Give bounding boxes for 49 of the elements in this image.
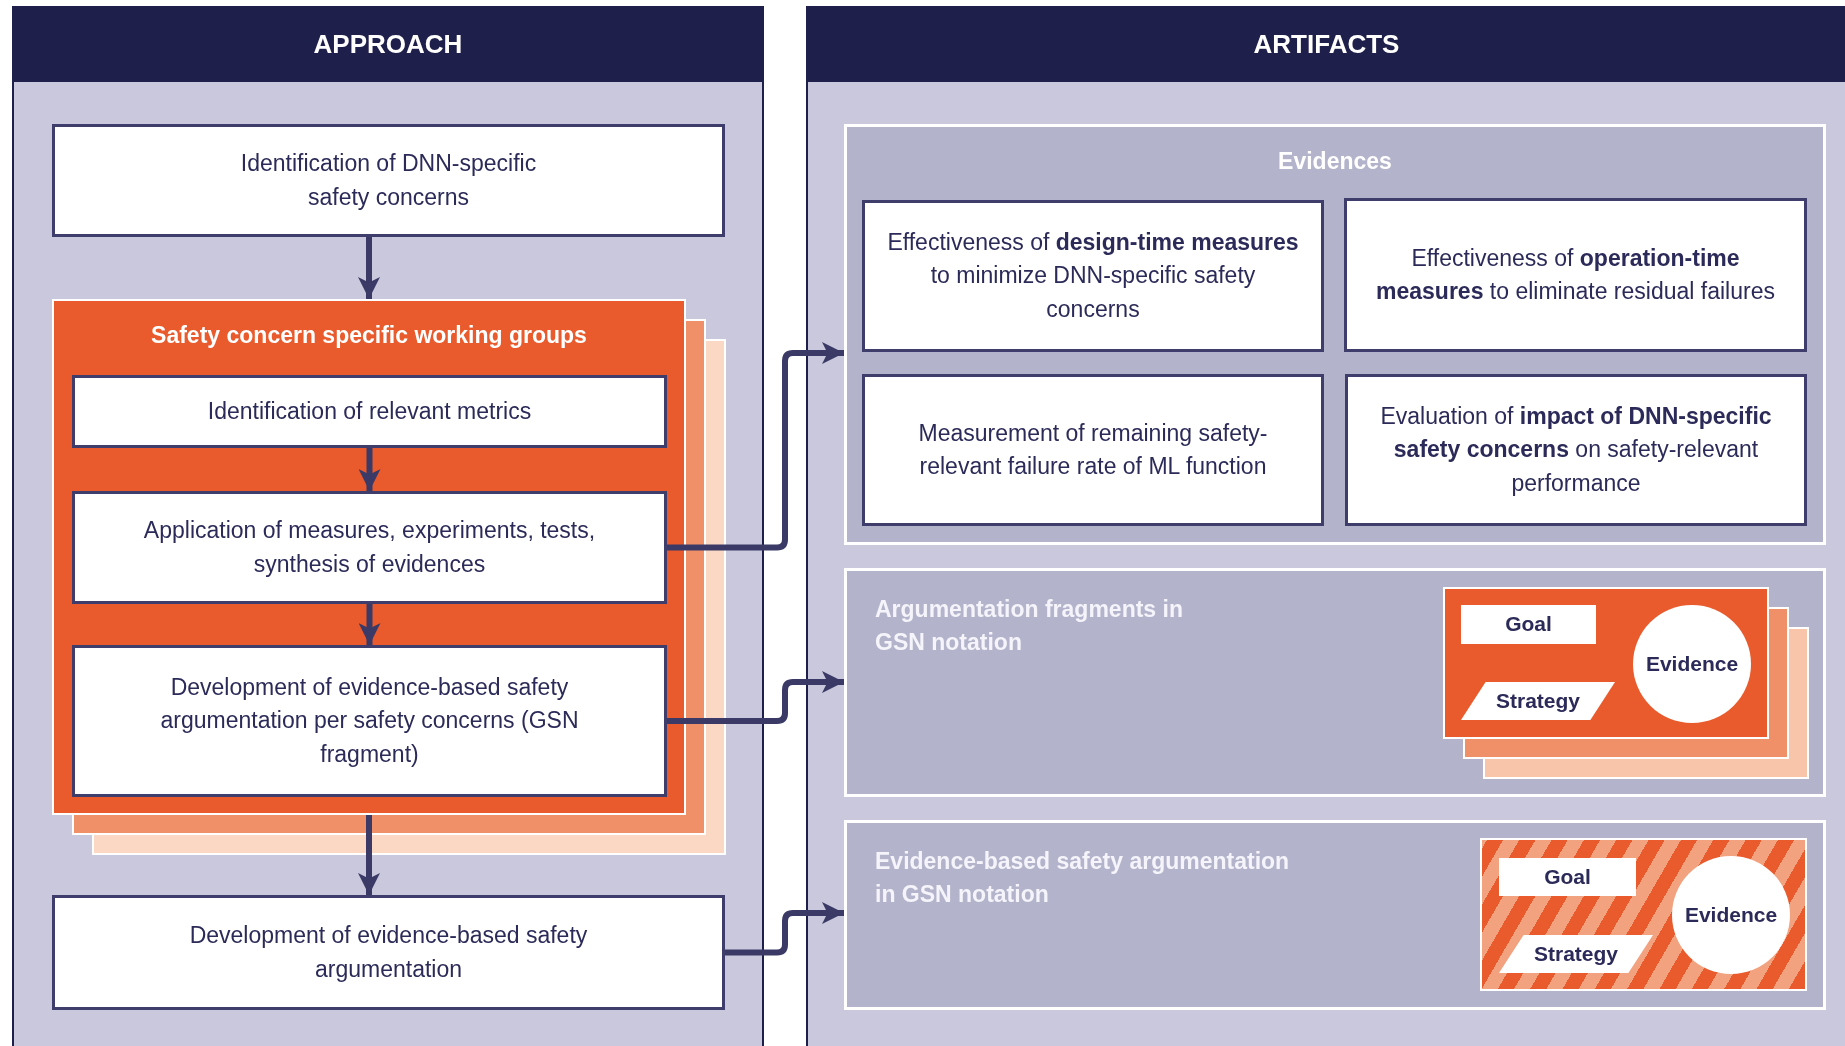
box-text: Development of evidence-based safety argumentation per safety concerns (GSN fragment)	[159, 673, 580, 769]
working-group-card	[52, 299, 686, 815]
process-box	[52, 124, 725, 237]
process-box	[72, 645, 667, 797]
process-box	[72, 491, 667, 604]
column-panel	[806, 6, 1845, 1046]
process-box	[52, 895, 725, 1010]
column-panel	[12, 6, 764, 1046]
artifact-panel	[844, 568, 1826, 797]
arrow	[667, 342, 844, 551]
process-box	[862, 200, 1324, 352]
process-box	[1345, 374, 1807, 526]
goal-label: Goal	[1544, 863, 1591, 890]
goal-label: Goal	[1505, 611, 1552, 638]
panel-title: Argumentation fragments in GSN notation	[875, 595, 1184, 658]
evidence-label: Evidence	[1684, 901, 1778, 928]
box-text: Development of evidence-based safety argumentation	[188, 921, 589, 984]
arrow	[358, 448, 381, 491]
panel-title: Evidence-based safety argumentation in GSN notation	[875, 847, 1291, 910]
strategy-parallelogram	[1499, 935, 1653, 973]
goal-box	[1499, 858, 1636, 896]
box-text: Evaluation of impact of DNN-specific safety concerns on safety-relevant performance	[1379, 402, 1773, 498]
evidence-label: Evidence	[1645, 650, 1739, 677]
process-box	[862, 374, 1324, 526]
group-title: Evidences	[1278, 147, 1392, 176]
arrow	[725, 902, 844, 956]
box-text: Application of measures, experiments, tests, synthesis of evidences	[142, 516, 597, 579]
box-text: Identification of DNN-specific safety concerns	[239, 149, 538, 212]
gsn-fragment-card	[1480, 838, 1807, 991]
arrow	[358, 815, 380, 895]
box-text: Effectiveness of operation-time measures to eliminate residual failures	[1375, 243, 1776, 306]
arrow	[667, 671, 844, 724]
arrow	[358, 604, 381, 645]
arrow	[358, 237, 380, 299]
strategy-label: Strategy	[1534, 940, 1618, 967]
strategy-label: Strategy	[1496, 687, 1580, 714]
gsn-fragment-card	[1443, 587, 1769, 739]
box-text: Identification of relevant metrics	[207, 396, 532, 426]
box-text: Effectiveness of design-time measures to minimize DNN-specific safety concerns	[886, 228, 1300, 324]
panel-header: APPROACH	[14, 6, 762, 82]
evidence-group-panel	[844, 124, 1826, 545]
group-title: Safety concern specific working groups	[151, 321, 587, 350]
evidence-circle	[1672, 856, 1790, 974]
process-box	[72, 375, 667, 448]
goal-box	[1461, 605, 1596, 644]
artifact-panel	[844, 820, 1826, 1010]
process-box	[1344, 198, 1807, 352]
box-text: Measurement of remaining safety-relevant failure rate of ML function	[917, 418, 1269, 481]
panel-header: ARTIFACTS	[808, 6, 1845, 82]
